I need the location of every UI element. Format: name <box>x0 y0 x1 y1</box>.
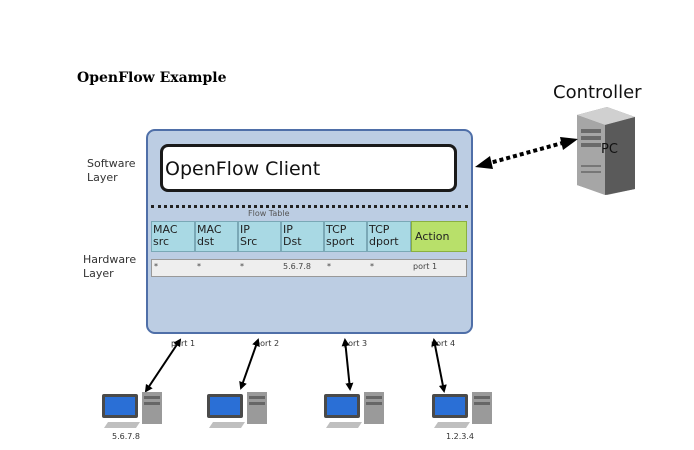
entry-ip-src: * <box>240 262 244 271</box>
entry-mac-dst: * <box>197 262 201 271</box>
diagram-title: OpenFlow Example <box>77 70 227 86</box>
entry-tcp-sport: * <box>327 262 331 271</box>
host-1-computer-icon <box>102 392 162 428</box>
controller-pc-label: PC <box>601 142 618 157</box>
host-4-computer-icon <box>432 392 492 428</box>
flow-entry-row <box>151 259 467 277</box>
link-port-4 <box>431 338 447 393</box>
controller-link-arrow <box>475 137 578 169</box>
controller-pc-icon <box>577 107 635 195</box>
entry-tcp-dport: * <box>370 262 374 271</box>
entry-ip-dst: 5.6.7.8 <box>283 262 311 271</box>
port-3-label: port 3 <box>343 339 368 348</box>
layer-divider <box>151 205 468 208</box>
entry-mac-src: * <box>154 262 158 271</box>
host-1-ip: 5.6.7.8 <box>112 432 140 441</box>
port-1-label: port 1 <box>171 339 196 348</box>
entry-action: port 1 <box>413 262 438 271</box>
openflow-client-box: OpenFlow Client <box>160 144 457 192</box>
flow-table-label: Flow Table <box>248 209 290 218</box>
controller-label: Controller <box>553 82 642 103</box>
host-2-computer-icon <box>207 392 267 428</box>
link-port-1 <box>144 338 182 393</box>
header-action: Action <box>411 221 467 252</box>
host-4-ip: 1.2.3.4 <box>446 432 474 441</box>
port-2-label: port 2 <box>255 339 280 348</box>
host-3-computer-icon <box>324 392 384 428</box>
link-port-2 <box>239 338 260 390</box>
link-port-3 <box>341 338 354 391</box>
